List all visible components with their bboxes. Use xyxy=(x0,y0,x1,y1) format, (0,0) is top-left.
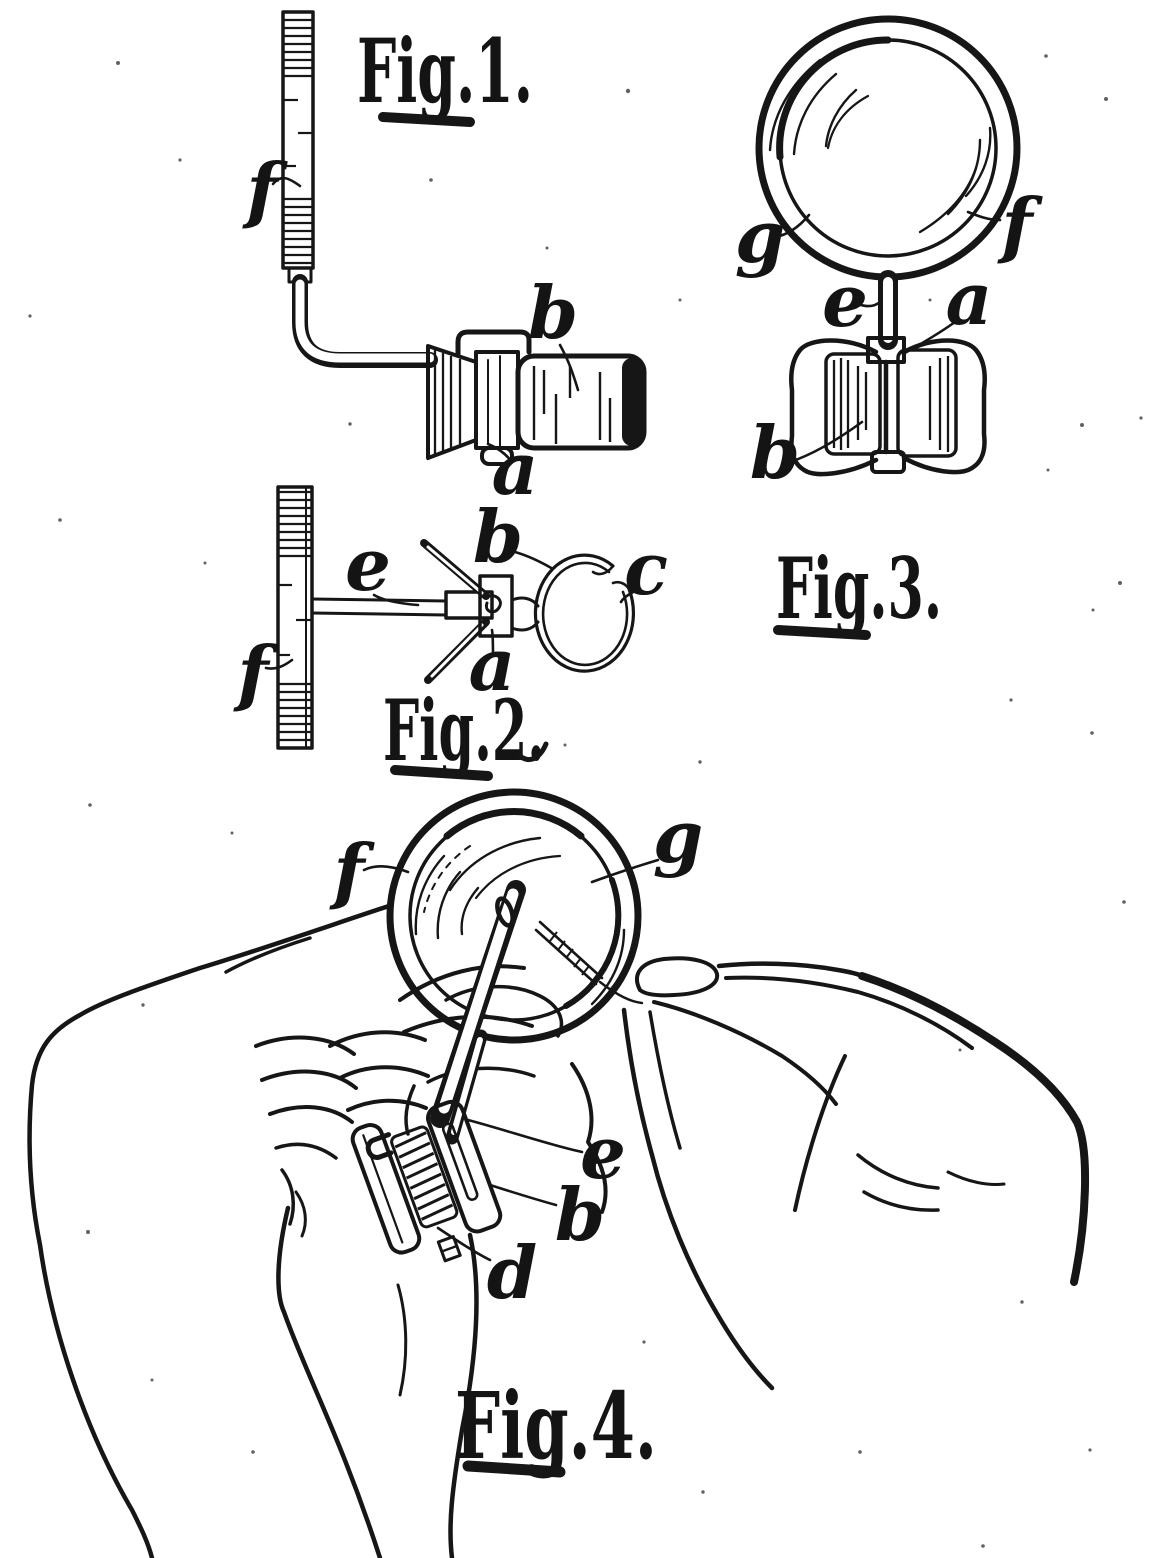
fig2-knurled-disc xyxy=(276,485,314,750)
fig4-needle xyxy=(430,880,526,1128)
fig1-leader-a xyxy=(486,442,514,464)
fig2-label-b: b xyxy=(473,494,523,579)
fig2-caption-underline xyxy=(390,765,493,781)
fig2-clip xyxy=(420,539,636,684)
fig2-label-e: e xyxy=(345,522,391,607)
fig4-leader-b xyxy=(488,1183,558,1207)
fig2-leader-e xyxy=(372,593,420,607)
fig2-leader-f xyxy=(264,658,294,670)
fig4-right-hand xyxy=(621,956,1090,1391)
fig2-stem xyxy=(310,590,494,620)
fig1-clip xyxy=(426,329,647,466)
fig3-label-b: b xyxy=(750,410,800,495)
scan-speckles xyxy=(28,54,1143,1548)
fig3-label-g: g xyxy=(735,194,785,279)
fig4-stem xyxy=(445,1029,488,1145)
fig2-leader-c xyxy=(619,588,639,604)
fig4-left-hand xyxy=(27,902,608,1558)
fig3-lens xyxy=(755,15,1021,281)
fig3-label-a: a xyxy=(946,256,993,341)
fig4-leader-g xyxy=(590,858,660,884)
fig1-label-a: a xyxy=(492,426,539,511)
fig3-leader-b xyxy=(788,420,864,464)
fig2-leader-a xyxy=(490,628,495,657)
fig4-label-b: b xyxy=(555,1172,605,1257)
fig1-label-b: b xyxy=(528,270,578,355)
fig2-ring xyxy=(533,553,636,673)
fig4-leader-e xyxy=(466,1118,584,1154)
fig1-leader-b xyxy=(558,343,580,392)
fig1-leader-f xyxy=(271,176,302,188)
fig2-caption: Fig.2. xyxy=(383,681,545,780)
fig3-caption: Fig.3. xyxy=(776,539,942,638)
fig2-label-c: c xyxy=(624,526,668,611)
fig3-leader-e xyxy=(856,300,882,308)
fig3-leader-g xyxy=(773,213,811,239)
fig4-caption-underline xyxy=(462,1460,566,1478)
fig2-caption-swash xyxy=(517,741,549,762)
fig4-thumb-clip xyxy=(350,1099,503,1263)
fig2-label-a: a xyxy=(469,622,516,707)
fig4-label-g: g xyxy=(653,794,703,879)
fig4-leader-f xyxy=(362,865,410,874)
fig1-caption-underline xyxy=(378,112,475,127)
fig2-label-f: f xyxy=(233,630,280,715)
figure-3: g f e a b Fig.3. xyxy=(735,15,1044,640)
fig3-bow-clip xyxy=(789,336,987,477)
fig1-caption: Fig.1. xyxy=(357,19,533,123)
fig3-caption-underline xyxy=(773,625,871,640)
figure-2: e b c a f Fig.2. xyxy=(233,485,668,781)
fig3-label-e: e xyxy=(822,258,868,343)
fig4-thread xyxy=(534,920,644,1005)
fig4-leader-d xyxy=(436,1226,492,1262)
fig3-leader-f xyxy=(966,210,1002,222)
figure-4: f g e b d Fig.4. xyxy=(27,788,1090,1558)
fig3-label-f: f xyxy=(997,182,1044,267)
fig1-knurled-handle xyxy=(281,10,315,284)
fig3-leader-a xyxy=(901,320,957,356)
figure-1: f b a Fig.1. xyxy=(242,10,647,511)
fig4-label-f: f xyxy=(329,828,376,913)
fig2-leader-b xyxy=(513,550,555,571)
fig1-bent-rod xyxy=(292,274,438,368)
fig4-label-e: e xyxy=(580,1110,626,1195)
fig4-label-d: d xyxy=(487,1230,537,1315)
